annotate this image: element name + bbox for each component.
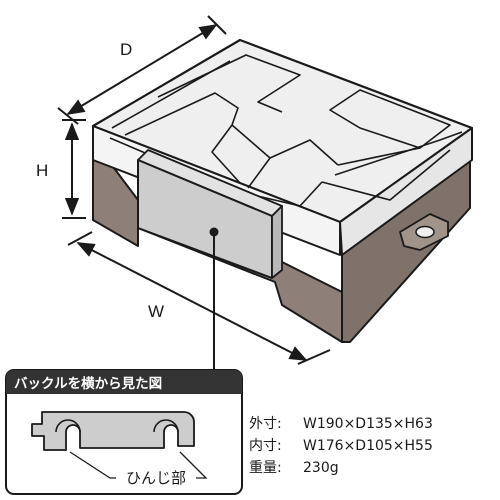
height-label: H — [36, 161, 48, 180]
spec-key: 内寸: — [249, 438, 282, 454]
hinge-right — [153, 419, 179, 433]
buckle-side-view-inset: バックルを横から見た図 ひんじ部 — [5, 369, 243, 495]
width-arrow — [76, 242, 308, 361]
inset-title: バックルを横から見た図 — [14, 375, 162, 392]
spec-key: 外寸: — [249, 416, 282, 432]
dimension-arrows — [57, 15, 331, 365]
depth-label: D — [120, 40, 132, 59]
spec-value: W176×D105×H55 — [303, 438, 433, 454]
hinge-label: ひんじ部 — [126, 469, 186, 487]
spec-row-weight: 重量: 230g — [249, 457, 500, 479]
side-hanging-tab — [399, 213, 449, 251]
spec-row-inner: 内寸: W176×D105×H55 — [249, 435, 500, 457]
spec-key: 重量: — [249, 460, 282, 476]
hinge-left — [55, 419, 81, 433]
spec-row-outer: 外寸: W190×D135×H63 — [249, 413, 500, 435]
width-label: W — [148, 302, 164, 321]
buckle-profile — [31, 411, 195, 451]
spec-value: W190×D135×H63 — [303, 416, 433, 432]
depth-arrow — [66, 24, 218, 115]
callout-line — [209, 227, 219, 370]
storage-case — [91, 38, 474, 343]
spec-list: 外寸: W190×D135×H63 内寸: W176×D105×H55 重量: … — [249, 413, 500, 479]
hinge-label-brackets — [69, 451, 208, 479]
spec-value: 230g — [303, 460, 339, 476]
